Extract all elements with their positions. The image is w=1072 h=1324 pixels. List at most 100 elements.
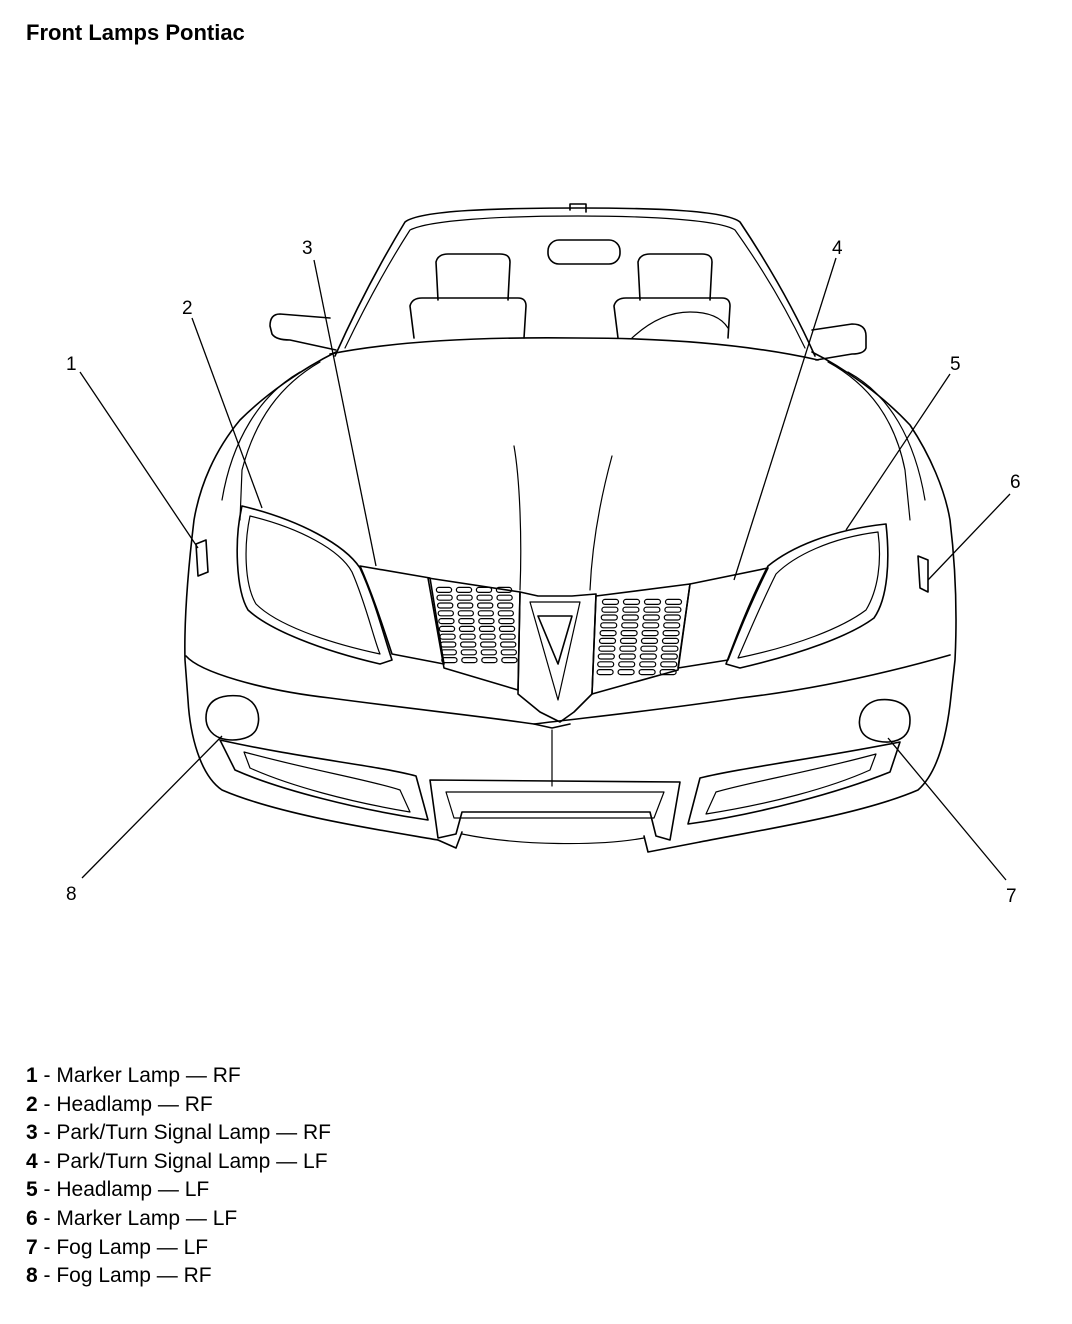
grille-slot [498, 617, 515, 625]
legend-text: Headlamp — RF [56, 1092, 213, 1116]
grille-slot [664, 606, 682, 613]
grille-slot [501, 656, 518, 664]
grille-slot [618, 661, 636, 668]
legend-item: 3 - Park/Turn Signal Lamp — RF [26, 1121, 332, 1145]
grille-slot [622, 598, 641, 606]
grille-slot [475, 586, 493, 594]
legend-text: Fog Lamp — LF [56, 1235, 209, 1259]
grille-slot [639, 661, 657, 668]
legend-item: 4 - Park/Turn Signal Lamp — LF [26, 1149, 328, 1173]
legend-item: 7 - Fog Lamp — LF [26, 1235, 209, 1259]
grille-slot [458, 617, 475, 625]
leader-8 [81, 735, 223, 879]
grille-slot [599, 629, 617, 637]
callout-6: 6 [1010, 472, 1021, 493]
grille-slot [641, 629, 659, 637]
legend-num: 3 [26, 1121, 38, 1145]
grille-slot [435, 586, 453, 594]
leader-lines [79, 257, 1011, 881]
legend-num: 8 [26, 1264, 38, 1288]
grille-slot [440, 649, 458, 656]
callout-8: 8 [66, 884, 77, 905]
grille-slot [660, 653, 678, 660]
callout-3: 3 [302, 238, 313, 259]
legend-item: 5 - Headlamp — LF [26, 1178, 210, 1202]
lower-bumper [219, 739, 901, 853]
grille-slot [478, 625, 496, 633]
grille-slot [460, 649, 478, 656]
grille-slot [496, 594, 513, 601]
legend-item: 1 - Marker Lamp — RF [26, 1064, 241, 1087]
grille-slot [661, 637, 680, 645]
grille-slot [498, 625, 516, 633]
grille-slot [456, 594, 473, 601]
grille-slot [495, 586, 513, 594]
headlamp-rf [236, 505, 393, 665]
grille-slot [497, 610, 515, 617]
grille-slot [663, 614, 681, 621]
leader-1 [79, 371, 199, 549]
grille-slot [457, 610, 475, 617]
grille-slot [600, 622, 618, 629]
grille-slot [643, 606, 661, 613]
grille-slot [598, 645, 616, 652]
grille-slot [477, 610, 495, 617]
legend-num: 4 [26, 1149, 38, 1173]
grille-slot [497, 602, 514, 609]
legend-text: Fog Lamp — RF [56, 1264, 212, 1288]
grille-slot [455, 586, 473, 594]
grille-slot [480, 641, 497, 648]
grille-slot [459, 633, 476, 640]
legend-num: 2 [26, 1092, 38, 1116]
fog-lamp-rf [205, 694, 260, 741]
grille-slot [619, 637, 638, 645]
legend-text: Marker Lamp — LF [56, 1206, 238, 1230]
callout-5: 5 [950, 354, 961, 375]
hood-crease-right [513, 445, 522, 591]
grille-slot [640, 645, 658, 652]
marker-lamp-rf [195, 539, 209, 577]
grille-slot [457, 602, 474, 609]
grille-slot [640, 637, 659, 645]
grille-slot [664, 598, 683, 606]
grille-right [427, 577, 521, 691]
front-fascia [185, 654, 951, 725]
callout-4: 4 [832, 238, 843, 259]
grille-slot [476, 594, 493, 601]
legend-item: 2 - Headlamp — RF [26, 1092, 213, 1116]
grille-left [591, 583, 691, 695]
grille-slot [499, 633, 516, 640]
side-mirror-left [811, 323, 867, 361]
legend-text: Park/Turn Signal Lamp — LF [56, 1149, 328, 1173]
legend-num: 6 [26, 1206, 38, 1230]
grille-slot [618, 653, 636, 660]
grille-slot [638, 668, 656, 676]
leader-6 [927, 493, 1011, 581]
side-mirror-right [269, 313, 337, 351]
headlamp-lf [725, 523, 889, 669]
grille-slot [600, 614, 618, 621]
seats [409, 253, 731, 339]
legend-item: 8 - Fog Lamp — RF [26, 1264, 212, 1288]
grille-slot [458, 625, 476, 633]
callout-1: 1 [66, 354, 77, 375]
grille-slot [601, 606, 619, 613]
grille-slot [620, 629, 638, 637]
grille-slot [597, 653, 615, 660]
cowl [329, 337, 819, 361]
grille-slot [437, 602, 454, 609]
park-turn-lamp-rf [359, 565, 445, 665]
park-turn-lamp-lf [677, 567, 769, 669]
grille-slot [479, 633, 496, 640]
grille-slot [477, 602, 494, 609]
rearview-mirror [547, 239, 621, 265]
grille-slot [622, 606, 640, 613]
fog-lamp-lf [858, 698, 911, 743]
grille-slot [461, 656, 478, 664]
grille-slot [660, 661, 678, 668]
grille-slot [661, 645, 679, 652]
windshield [334, 203, 816, 357]
grille-slot [481, 656, 498, 664]
diagram-title: Front Lamps Pontiac [26, 20, 245, 45]
legend-text: Park/Turn Signal Lamp — RF [56, 1121, 332, 1145]
